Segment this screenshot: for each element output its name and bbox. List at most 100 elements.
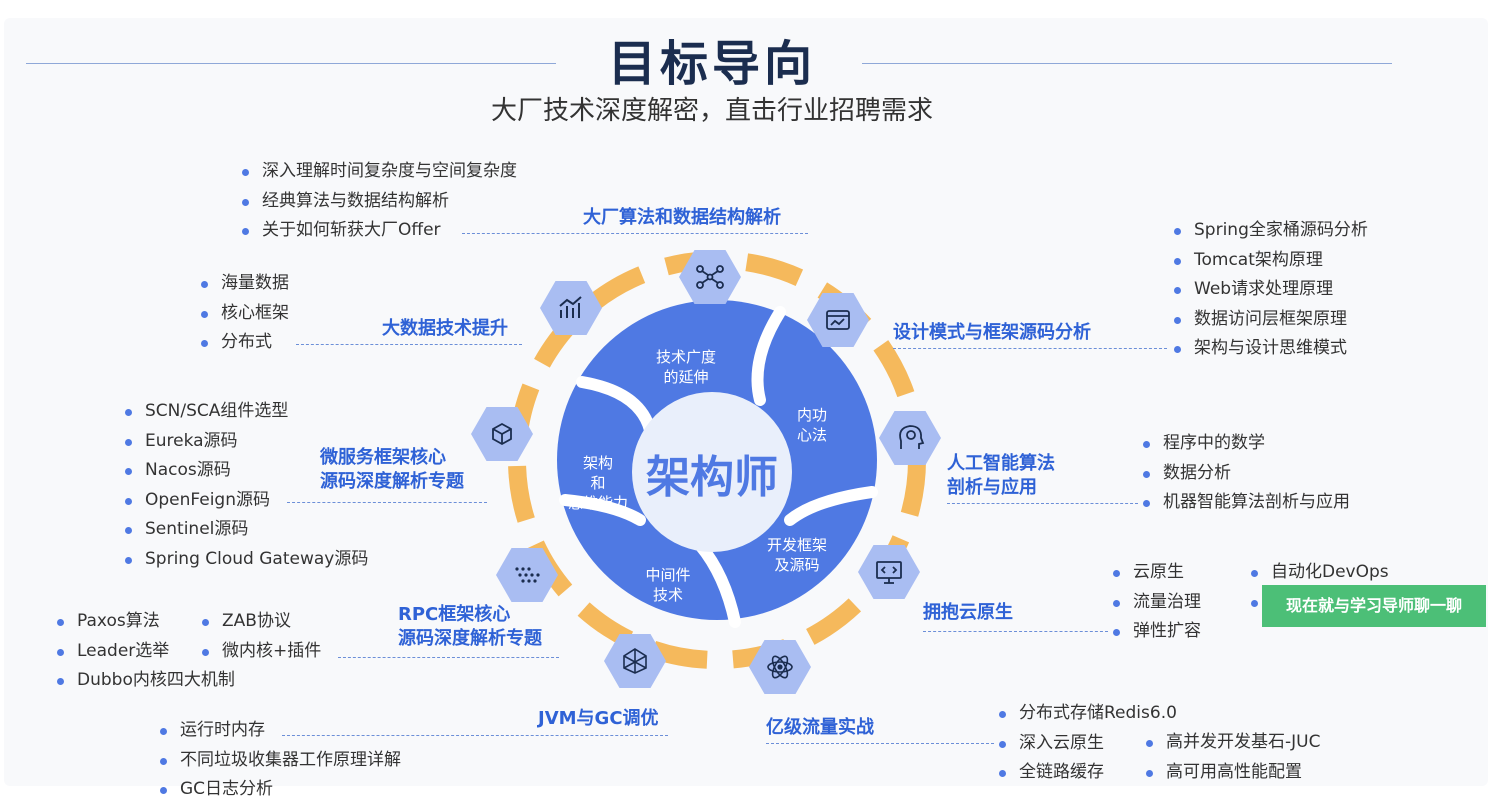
list-item-hidden [1251,588,1389,618]
atom-icon [749,640,811,694]
sector-label-right: 内功心法 [797,406,827,444]
cloud-topic-label: 拥抱云原生 [923,602,1013,623]
sector-label-top: 技术广度的延伸 [656,348,716,386]
bigdata-bullet-list: 海量数据 核心框架 分布式 [201,269,289,358]
list-item: Tomcat架构原理 [1174,246,1368,276]
divider-swoosh [784,486,878,526]
list-item: Spring Cloud Gateway源码 [125,545,368,575]
algo-topic-label: 大厂算法和数据结构解析 [583,207,781,228]
list-item: Web请求处理原理 [1174,275,1368,305]
title-divider-left [26,63,556,64]
list-item: 分布式存储Redis6.0 [999,699,1177,729]
architect-wheel-diagram: 架构师 技术广度的延伸 内功心法 开发框架及源码 中间件技术 架构和思维能力 [471,250,941,694]
ai-label-line1: 人工智能算法 [947,453,1055,474]
micro-label-line1: 微服务框架核心 [320,447,446,468]
sector-br-line2: 及源码 [774,556,819,574]
list-item: 程序中的数学 [1143,429,1350,459]
traffic-topic-label: 亿级流量实战 [766,717,874,738]
polyhedron-icon [604,634,666,688]
list-item: 机器智能算法剖析与应用 [1143,488,1350,518]
sector-left-line3: 思维能力 [568,494,628,512]
wheel-hub [632,392,792,552]
traffic-bullet-list-col1: 分布式存储Redis6.0 深入云原生 全链路缓存 [999,699,1177,788]
list-item: 云原生 [1113,558,1201,588]
ai-label-line2: 剖析与应用 [947,477,1037,498]
list-item: Spring全家桶源码分析 [1174,216,1368,246]
sector-top-line1: 技术广度 [656,348,716,366]
sector-label-left: 架构和思维能力 [568,454,628,512]
list-item: Sentinel源码 [125,515,368,545]
list-item: 数据分析 [1143,459,1350,489]
traffic-bullet-list-col2: 高并发开发基石-JUC 高可用高性能配置 [1146,728,1320,787]
list-item: 运行时内存 [160,716,401,746]
cloud-connector [923,631,1108,632]
micro-label-line2: 源码深度解析专题 [320,471,464,492]
traffic-connector [766,743,994,744]
sector-top-line2: 的延伸 [663,368,708,386]
list-item: 架构与设计思维模式 [1174,334,1368,364]
list-item: 微内核+插件 [202,637,321,667]
cloud-bullet-list-col2: 自动化DevOps [1251,558,1389,617]
rpc-label-line2: 源码深度解析专题 [398,628,542,649]
design-bullet-list: Spring全家桶源码分析 Tomcat架构原理 Web请求处理原理 数据访问层… [1174,216,1368,364]
bigdata-topic-label: 大数据技术提升 [382,318,508,339]
divider-swoosh [751,306,786,406]
list-item: 不同垃圾收集器工作原理详解 [160,746,401,776]
list-item: 深入理解时间复杂度与空间复杂度 [242,157,517,187]
divider-swoosh [576,376,656,436]
page-title: 目标导向 [607,36,816,92]
list-item: 全链路缓存 [999,758,1177,788]
code-monitor-icon [858,545,920,599]
design-connector [893,348,1167,349]
cube-icon [471,407,533,461]
list-item: Leader选举 [57,637,235,667]
list-item: 核心框架 [201,299,289,329]
browser-window-icon [807,293,869,347]
page-subtitle: 大厂技术深度解密，直击行业招聘需求 [490,96,933,126]
sector-left-line1: 架构 [583,454,613,472]
jvm-bullet-list: 运行时内存 不同垃圾收集器工作原理详解 GC日志分析 [160,716,401,805]
list-item: 深入云原生 [999,729,1177,759]
list-item: 分布式 [201,328,289,358]
list-item: 弹性扩容 [1113,617,1201,647]
jvm-topic-label: JVM与GC调优 [538,708,659,729]
rpc-bullet-list-col1: Paxos算法 Leader选举 Dubbo内核四大机制 [57,607,235,696]
sector-right-line1: 内功 [797,406,827,424]
list-item: 流量治理 [1113,588,1201,618]
algo-bullet-list: 深入理解时间复杂度与空间复杂度 经典算法与数据结构解析 关于如何斩获大厂Offe… [242,157,517,246]
micro-topic-label: 微服务框架核心 源码深度解析专题 [320,446,464,494]
list-item: 数据访问层框架原理 [1174,305,1368,335]
ai-bullet-list: 程序中的数学 数据分析 机器智能算法剖析与应用 [1143,429,1350,518]
rpc-bullet-list-col2: ZAB协议 微内核+插件 [202,607,321,666]
dot-grid-icon [496,548,558,602]
sector-right-line2: 心法 [797,426,827,444]
brain-head-icon [879,411,941,465]
center-label: 架构师 [646,452,778,503]
divider-swoosh [559,494,646,526]
ai-connector [947,503,1138,504]
list-item: 经典算法与数据结构解析 [242,187,517,217]
sector-label-bottom-right: 开发框架及源码 [767,536,827,574]
title-divider-right [862,63,1392,64]
ai-topic-label: 人工智能算法 剖析与应用 [947,452,1055,500]
rpc-topic-label: RPC框架核心 源码深度解析专题 [398,603,542,651]
list-item: Dubbo内核四大机制 [57,666,235,696]
list-item: Paxos算法 [57,607,235,637]
rpc-label-line1: RPC框架核心 [398,604,511,625]
sector-label-bottom-left: 中间件技术 [645,566,690,604]
rpc-connector [338,657,559,658]
bigdata-connector [296,344,522,345]
list-item: ZAB协议 [202,607,321,637]
list-item: 海量数据 [201,269,289,299]
list-item: 自动化DevOps [1251,558,1389,588]
jvm-connector [282,735,668,736]
list-item: Eureka源码 [125,427,368,457]
list-item: Nacos源码 [125,456,368,486]
sector-bl-line1: 中间件 [645,566,690,584]
sector-left-line2: 和 [590,474,605,492]
sector-br-line1: 开发框架 [767,536,827,554]
list-item: 高可用高性能配置 [1146,758,1320,788]
list-item: 高并发开发基石-JUC [1146,728,1320,758]
chat-with-mentor-button[interactable]: 现在就与学习导师聊一聊 [1262,585,1486,627]
bar-chart-icon [540,281,602,335]
